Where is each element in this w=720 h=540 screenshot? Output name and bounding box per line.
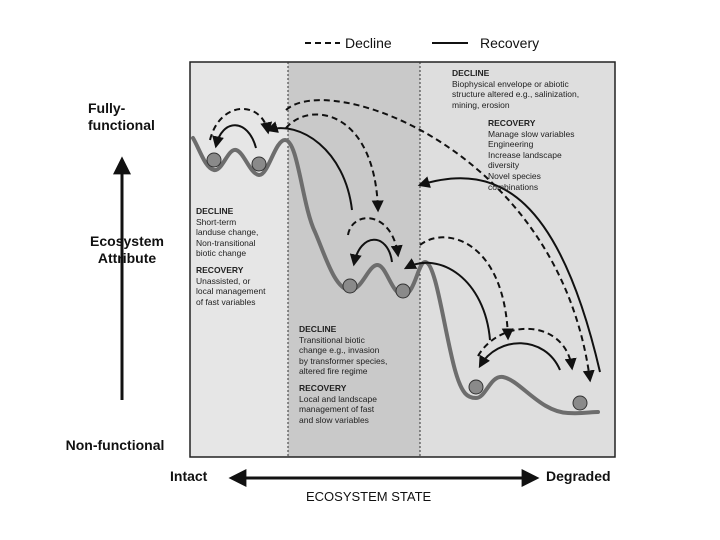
y-label-bottom: Non-functional — [65, 437, 165, 453]
ball-cup-curve — [191, 136, 600, 416]
zone3-recovery-notes: RECOVERY Manage slow variables Engineeri… — [488, 118, 608, 192]
decline-arrow-5 — [477, 327, 577, 371]
zone3-notes: DECLINE Biophysical envelope or abiotic … — [452, 68, 612, 110]
zone1-notes: DECLINE Short-term landuse change, Non-t… — [196, 206, 286, 307]
zone3-background — [420, 62, 615, 457]
recovery-arrow-long — [417, 176, 601, 373]
zone3-decline-head: DECLINE — [452, 68, 490, 78]
ball-2 — [251, 156, 267, 172]
zone1-recovery-head: RECOVERY — [196, 264, 244, 275]
x-axis-title: ECOSYSTEM STATE — [306, 489, 432, 504]
recovery-arrow-1 — [212, 124, 257, 149]
zone2-decline-head: DECLINE — [299, 324, 337, 334]
legend-recovery-label: Recovery — [480, 35, 540, 51]
legend-decline-label: Decline — [345, 35, 392, 51]
x-label-right: Degraded — [546, 468, 611, 484]
y-label-middle: Ecosystem Attribute — [90, 233, 164, 266]
zone1-decline-text: Short-term landuse change, Non-transitio… — [196, 216, 259, 259]
zone2-recovery-head: RECOVERY — [299, 382, 347, 393]
recovery-arrow-5 — [478, 342, 561, 371]
zone3-recovery-text: Manage slow variables Engineering Increa… — [488, 128, 575, 192]
decline-arrow-4 — [419, 236, 514, 341]
decline-arrow-long — [285, 99, 595, 383]
ball-4 — [395, 283, 411, 299]
zone2-decline-text: Transitional biotic change e.g., invasio… — [299, 334, 388, 377]
zone2-notes: DECLINE Transitional biotic change e.g.,… — [299, 324, 417, 425]
x-label-left: Intact — [170, 468, 208, 484]
zone3-recovery-head: RECOVERY — [488, 118, 536, 128]
decline-arrow-2 — [285, 113, 384, 213]
plot-frame — [189, 61, 616, 458]
zone1-decline-head: DECLINE — [196, 206, 234, 216]
ball-6 — [572, 395, 588, 411]
y-label-top: Fully- functional — [88, 100, 155, 133]
recovery-arrow-2 — [265, 121, 353, 211]
decline-arrow-1 — [209, 107, 273, 141]
zone2-recovery-text: Local and landscape management of fast a… — [299, 393, 377, 425]
zone1-recovery-text: Unassisted, or local management of fast … — [196, 275, 266, 307]
recovery-arrow-3 — [349, 238, 393, 267]
ball-3 — [342, 278, 358, 294]
decline-arrow-3 — [347, 217, 403, 258]
ball-1 — [206, 152, 222, 168]
ball-5 — [468, 379, 484, 395]
zone3-decline-text: Biophysical envelope or abiotic structur… — [452, 78, 580, 110]
recovery-arrow-4 — [403, 258, 491, 341]
